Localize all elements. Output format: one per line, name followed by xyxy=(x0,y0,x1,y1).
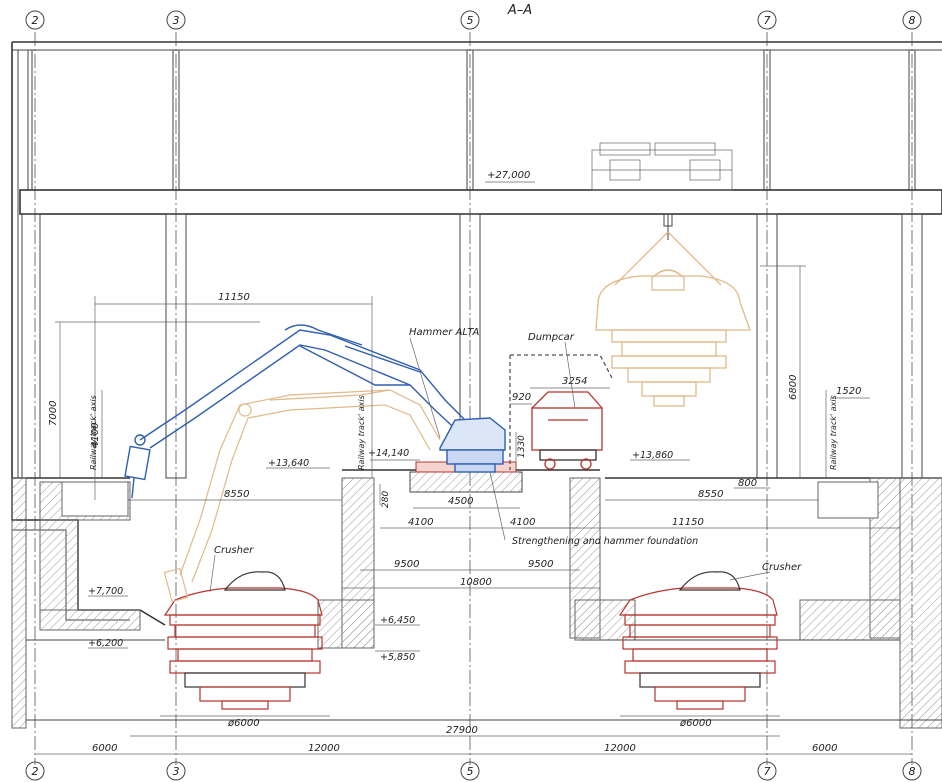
elev-pit-left-upper: +7,700 xyxy=(88,586,123,597)
label-rail-mid: Railway track' axis xyxy=(357,395,366,470)
elev-crusher-top: +6,450 xyxy=(380,615,415,626)
elev-left-floor: +13,640 xyxy=(268,458,309,469)
label-crusher-left: Crusher xyxy=(214,545,254,556)
axis-bottom-2: 2 xyxy=(32,765,39,778)
dim-found-w: 4500 xyxy=(448,496,473,507)
dim-found-r: 4100 xyxy=(510,517,535,528)
dim-right-span: 8550 xyxy=(698,489,723,500)
dim-track: 1520 xyxy=(836,386,861,397)
elev-roof: +27,000 xyxy=(487,170,530,181)
dim-car-off: 920 xyxy=(512,392,531,403)
grid-axis-lines xyxy=(34,32,913,765)
hammer-alta-boom xyxy=(124,324,506,499)
dim-s4: 6000 xyxy=(812,743,837,754)
dim-s2: 12000 xyxy=(308,743,340,754)
dim-d-right: ø6000 xyxy=(679,718,712,729)
dim-right-edge: 800 xyxy=(738,478,757,489)
axis-top-2: 2 xyxy=(32,14,39,27)
crusher-hanging xyxy=(595,231,751,407)
section-title: A–A xyxy=(507,3,532,18)
hammer-ghost-position xyxy=(163,389,441,603)
dim-pit-r: 9500 xyxy=(528,559,553,570)
label-dumpcar: Dumpcar xyxy=(528,332,575,343)
dim-pit-total: 10800 xyxy=(460,577,492,588)
label-crusher-right: Crusher xyxy=(762,562,802,573)
dim-h-right: 6800 xyxy=(788,375,799,400)
dim-car-h: 1330 xyxy=(517,435,527,458)
dim-s1: 6000 xyxy=(92,743,117,754)
elev-right-floor: +13,860 xyxy=(632,450,673,461)
label-rail-left: Railway track' axis xyxy=(89,395,98,470)
label-rail-right: Railway track' axis xyxy=(829,395,838,470)
axis-top-3: 3 xyxy=(173,14,180,27)
building-frame xyxy=(11,41,942,479)
dim-h-left: 7000 xyxy=(48,401,59,426)
axis-bottom-8: 8 xyxy=(909,765,916,778)
dim-right-reach: 11150 xyxy=(672,517,704,528)
label-foundation: Strengthening and hammer foundation xyxy=(512,536,698,547)
elev-crusher-base: +5,850 xyxy=(380,652,415,663)
dim-car-w: 3254 xyxy=(562,376,587,387)
grid-bubbles-bottom: 2 3 5 7 8 xyxy=(25,761,922,781)
dim-reach: 11150 xyxy=(218,292,250,303)
axis-bottom-5: 5 xyxy=(467,765,474,778)
dimension-lines xyxy=(35,265,912,755)
crane-trolley xyxy=(591,142,733,240)
dumpcar xyxy=(509,354,613,470)
elev-hammer-base: +14,140 xyxy=(368,448,409,459)
dim-h-hammer: 4100 xyxy=(90,423,101,448)
label-hammer: Hammer ALTA xyxy=(409,327,479,338)
dim-found-l: 4100 xyxy=(408,517,433,528)
dim-d-left: ø6000 xyxy=(227,718,260,729)
crusher-left xyxy=(163,571,323,710)
axis-bottom-3: 3 xyxy=(173,765,180,778)
elev-pit-left-lower: +6,200 xyxy=(88,638,123,649)
axis-bottom-7: 7 xyxy=(764,765,771,778)
floor-and-pits xyxy=(11,461,942,729)
dim-left-span: 8550 xyxy=(224,489,249,500)
crusher-right xyxy=(618,571,778,710)
axis-top-7: 7 xyxy=(764,14,771,27)
axis-top-5: 5 xyxy=(467,14,474,27)
dim-s3: 12000 xyxy=(604,743,636,754)
dim-total: 27900 xyxy=(446,725,478,736)
dim-pit-l: 9500 xyxy=(394,559,419,570)
axis-top-8: 8 xyxy=(909,14,916,27)
grid-bubbles-top: 2 3 5 7 8 xyxy=(25,10,922,30)
dim-found-h: 280 xyxy=(381,491,391,508)
